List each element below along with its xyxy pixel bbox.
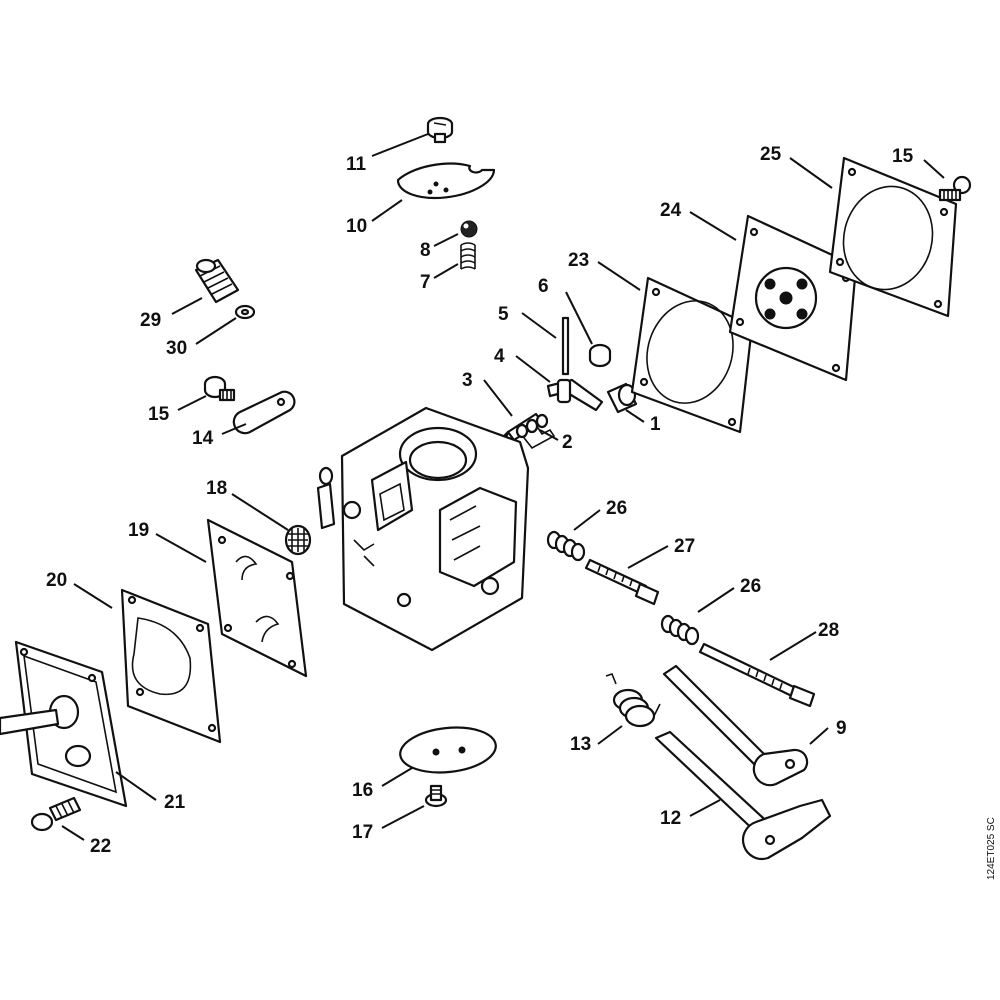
callout-13: 13 xyxy=(570,734,591,755)
callout-12: 12 xyxy=(660,808,681,829)
callout-17: 17 xyxy=(352,822,373,843)
part-carburetor-body xyxy=(316,406,530,652)
callout-20: 20 xyxy=(46,570,67,591)
part-21-cover xyxy=(0,640,128,808)
part-8-ball xyxy=(460,220,478,238)
part-11-screw xyxy=(426,116,454,144)
callout-1: 1 xyxy=(650,414,661,435)
part-24-diaphragm xyxy=(728,214,858,382)
part-2-spring xyxy=(515,413,556,450)
part-23-gasket xyxy=(630,276,754,434)
part-12-shaft xyxy=(654,730,832,861)
part-29-fitting xyxy=(194,258,240,304)
callout-16: 16 xyxy=(352,780,373,801)
part-6-screw xyxy=(588,343,612,368)
part-4-inlet-lever xyxy=(546,378,604,412)
callout-24: 24 xyxy=(660,200,682,221)
callout-26-lower: 26 xyxy=(740,576,761,597)
leader-lines xyxy=(61,133,945,841)
callout-23: 23 xyxy=(568,250,589,271)
part-16-disc xyxy=(399,726,497,774)
callout-labels: 11 10 8 7 29 30 15 14 5 6 4 3 2 1 23 24 … xyxy=(46,144,914,857)
part-30-washer xyxy=(234,304,256,320)
callout-5: 5 xyxy=(498,304,509,325)
callout-28: 28 xyxy=(818,620,839,641)
part-15-screw-right xyxy=(938,175,972,202)
part-9-shaft xyxy=(662,664,809,787)
callout-3: 3 xyxy=(462,370,473,391)
part-26-spring-upper xyxy=(546,530,586,562)
part-1-nut xyxy=(606,382,638,414)
callout-14: 14 xyxy=(192,428,214,449)
part-17-screw xyxy=(424,784,448,808)
part-5-pin xyxy=(561,316,570,376)
callout-9: 9 xyxy=(836,718,847,739)
part-13-torsion-spring xyxy=(605,673,661,728)
callout-26-upper: 26 xyxy=(606,498,627,519)
part-26-spring-lower xyxy=(660,614,700,646)
callout-18: 18 xyxy=(206,478,227,499)
part-15-screw-left xyxy=(203,375,236,402)
part-25-cover-gasket xyxy=(828,156,958,318)
callout-10: 10 xyxy=(346,216,367,237)
part-10-disc xyxy=(396,162,496,200)
callout-21: 21 xyxy=(164,792,186,813)
part-20-gasket xyxy=(120,588,222,744)
drawing-code: 124ET025 SC xyxy=(986,817,997,880)
callout-29: 29 xyxy=(140,310,161,331)
callout-15-right: 15 xyxy=(892,146,914,167)
callout-19: 19 xyxy=(128,520,149,541)
part-19-gasket xyxy=(206,518,308,678)
callout-7: 7 xyxy=(420,272,431,293)
part-28-adjust-screw xyxy=(698,642,816,708)
callout-15-left: 15 xyxy=(148,404,170,425)
callout-2: 2 xyxy=(562,432,573,453)
callout-25: 25 xyxy=(760,144,782,165)
part-7-spring xyxy=(460,242,476,270)
part-22-screw xyxy=(30,796,82,832)
callout-4: 4 xyxy=(494,346,505,367)
callout-27: 27 xyxy=(674,536,695,557)
callout-6: 6 xyxy=(538,276,549,297)
callout-30: 30 xyxy=(166,338,187,359)
part-14-lever xyxy=(232,390,296,435)
callout-8: 8 xyxy=(420,240,431,261)
callout-22: 22 xyxy=(90,836,111,857)
part-27-adjust-screw xyxy=(584,558,660,606)
callout-11: 11 xyxy=(346,154,367,175)
part-18-screen xyxy=(284,524,312,556)
